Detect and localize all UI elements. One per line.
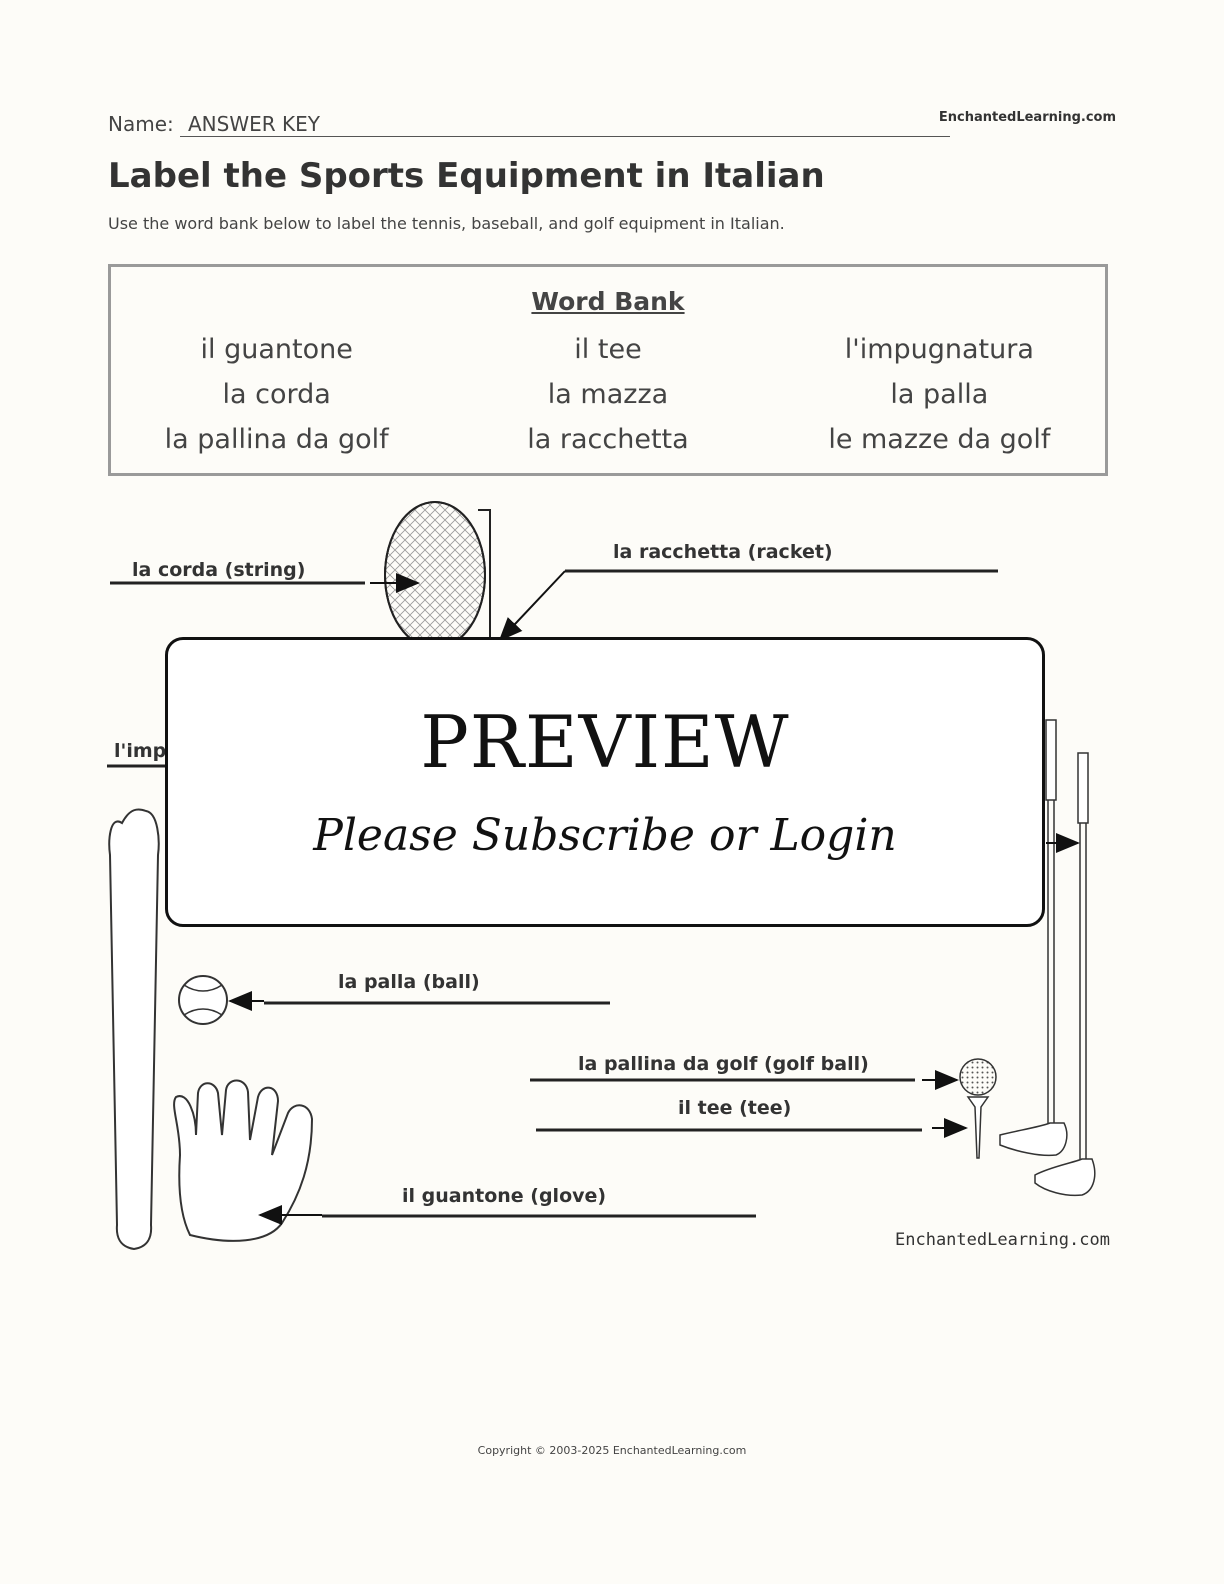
word-bank-item: la mazza — [547, 379, 669, 410]
word-bank-item: il guantone — [200, 334, 353, 365]
word-bank-item: le mazze da golf — [828, 424, 1051, 455]
preview-title: PREVIEW — [420, 700, 790, 784]
word-bank-title: Word Bank — [531, 287, 685, 316]
baseball-icon — [178, 975, 228, 1025]
subscribe-login-prompt[interactable]: Please Subscribe or Login — [313, 810, 897, 861]
name-label: Name: — [108, 112, 174, 136]
word-bank-item: la corda — [222, 379, 331, 410]
baseball-bat-icon — [108, 808, 160, 1251]
label-impugnatura: l'imp — [114, 740, 166, 762]
preview-overlay[interactable]: PREVIEW Please Subscribe or Login — [165, 637, 1045, 927]
label-guantone: il guantone (glove) — [402, 1185, 606, 1207]
header-row: Name: ANSWER KEY EnchantedLearning.com — [108, 108, 1116, 142]
label-corda: la corda (string) — [132, 559, 305, 581]
word-bank-item: la palla — [890, 379, 989, 410]
tennis-racket-icon — [384, 501, 491, 649]
label-pallina: la pallina da golf (golf ball) — [578, 1053, 869, 1075]
word-bank-item: la racchetta — [527, 424, 689, 455]
golf-ball-icon — [959, 1058, 997, 1096]
baseball-glove-icon — [173, 1079, 314, 1242]
word-bank-item: la pallina da golf — [164, 424, 389, 455]
instructions: Use the word bank below to label the ten… — [108, 214, 785, 233]
word-bank-item: il tee — [574, 334, 642, 365]
golf-tee-icon — [966, 1096, 990, 1159]
label-racchetta: la racchetta (racket) — [613, 541, 833, 563]
word-bank-grid: il guantone il tee l'impugnatura la cord… — [111, 331, 1105, 458]
diagram-site-credit: EnchantedLearning.com — [895, 1230, 1110, 1250]
sports-equipment-diagram: la corda (string) la racchetta (racket) … — [107, 501, 1110, 1251]
name-line — [180, 136, 950, 137]
word-bank: Word Bank il guantone il tee l'impugnatu… — [108, 264, 1108, 476]
page-title: Label the Sports Equipment in Italian — [108, 156, 825, 196]
label-tee: il tee (tee) — [678, 1097, 791, 1119]
copyright: Copyright © 2003-2025 EnchantedLearning.… — [477, 1444, 747, 1457]
golf-clubs-icon — [999, 719, 1096, 1197]
label-palla: la palla (ball) — [338, 971, 480, 993]
site-link[interactable]: EnchantedLearning.com — [938, 110, 1116, 125]
name-value: ANSWER KEY — [188, 112, 320, 136]
word-bank-item: l'impugnatura — [844, 334, 1034, 365]
